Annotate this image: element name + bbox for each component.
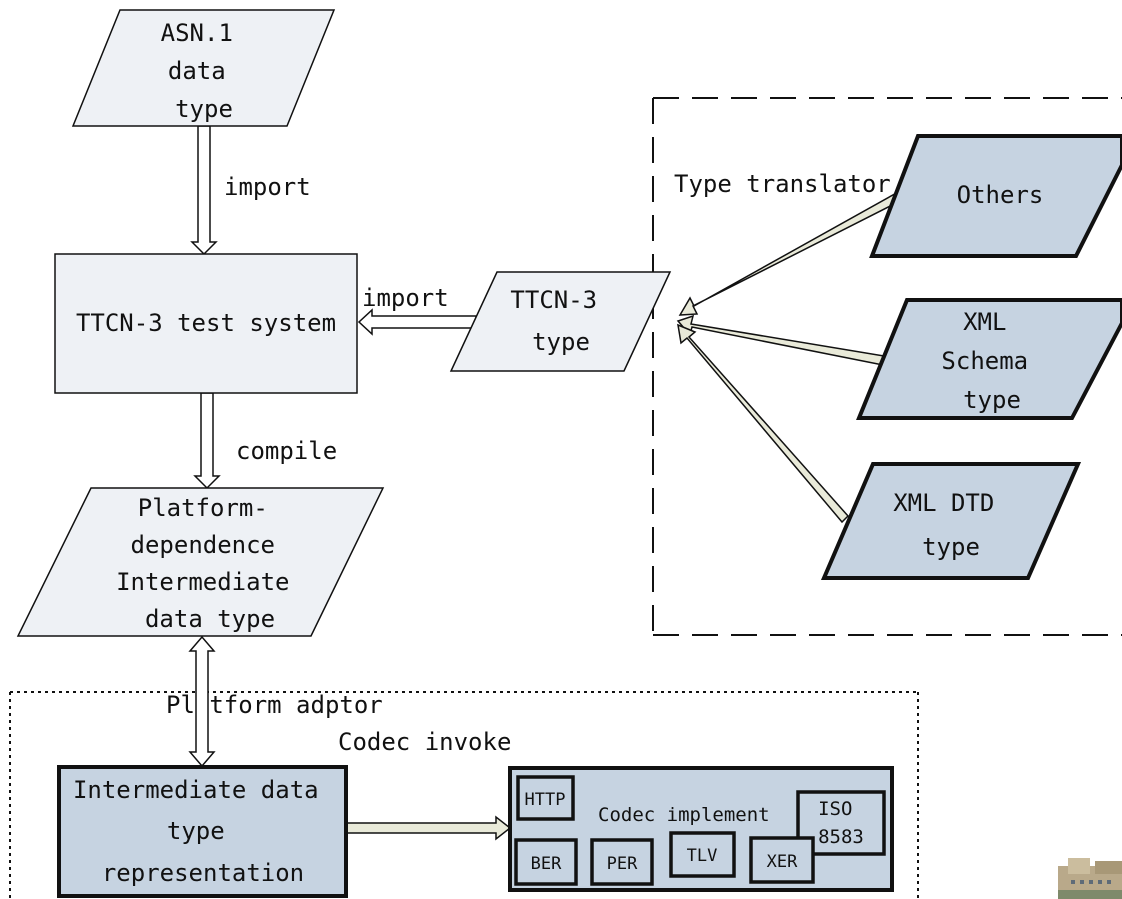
xml-dtd-line-1: XML DTD bbox=[893, 489, 994, 517]
codec-invoke-label: Codec invoke bbox=[338, 728, 511, 756]
codec-per-box: PER bbox=[590, 838, 654, 886]
svg-text:TTCN-3 type: TTCN-3 type bbox=[510, 286, 611, 356]
codec-tlv-box: TLV bbox=[669, 831, 736, 878]
translator-arrow-xml-dtd bbox=[677, 323, 850, 524]
xml-schema-line-1: XML bbox=[963, 308, 1006, 336]
svg-text:ISO 8583: ISO 8583 bbox=[818, 798, 864, 848]
ttcn3-test-system-node: TTCN-3 test system bbox=[54, 253, 358, 394]
codec-http-label: HTTP bbox=[525, 790, 566, 810]
codec-tlv-label: TLV bbox=[687, 846, 718, 866]
ttcn3-type-line-2: type bbox=[532, 328, 590, 356]
platform-dependence-line-3: Intermediate bbox=[116, 568, 289, 596]
xml-dtd-line-2: type bbox=[922, 533, 980, 561]
svg-text:XML Schema type: XML Schema type bbox=[941, 308, 1042, 414]
intermediate-repr-line-3: representation bbox=[102, 859, 304, 887]
codec-per-label: PER bbox=[607, 854, 638, 874]
asn1-line-2: data bbox=[168, 57, 226, 85]
building-thumbnail-image bbox=[1058, 858, 1122, 899]
others-node: Others bbox=[869, 134, 1122, 258]
others-label: Others bbox=[957, 181, 1044, 209]
import-arrow-vertical bbox=[190, 125, 218, 256]
codec-ber-box: BER bbox=[514, 838, 578, 886]
type-translator-group: Type translator bbox=[652, 97, 1122, 636]
codec-iso-line-2: 8583 bbox=[818, 826, 864, 848]
import-arrow-horizontal bbox=[357, 308, 477, 336]
import-label-horizontal: import bbox=[362, 284, 449, 312]
platform-dependence-line-1: Platform- bbox=[138, 494, 268, 522]
translator-arrow-others bbox=[678, 189, 906, 316]
svg-text:ASN.1 data type: ASN.1 data type bbox=[161, 19, 248, 123]
translator-arrow-xml-schema bbox=[676, 314, 891, 367]
intermediate-repr-line-1: Intermediate data bbox=[73, 776, 319, 804]
xml-schema-line-3: type bbox=[963, 386, 1021, 414]
codec-xer-box: XER bbox=[749, 836, 815, 884]
ttcn3-type-line-1: TTCN-3 bbox=[510, 286, 597, 314]
type-translator-label: Type translator bbox=[674, 170, 891, 198]
asn1-data-type-node: ASN.1 data type bbox=[71, 9, 336, 127]
svg-text:Platform- dependence: Platform- dependence Intermediate data t… bbox=[116, 494, 304, 633]
codec-iso-line-1: ISO bbox=[818, 798, 852, 820]
xml-schema-line-2: Schema bbox=[941, 347, 1028, 375]
svg-text:XML DTD type: XML DTD type bbox=[893, 489, 1009, 561]
codec-xer-label: XER bbox=[767, 852, 798, 872]
codec-implement-label: Codec implement bbox=[598, 804, 770, 826]
asn1-line-3: type bbox=[175, 95, 233, 123]
codec-implement-node: Codec implement HTTP ISO 8583 BER PER TL… bbox=[508, 766, 894, 892]
platform-dependence-line-2: dependence bbox=[131, 531, 276, 559]
xml-schema-node: XML Schema type bbox=[856, 298, 1122, 420]
codec-invoke-arrow bbox=[345, 815, 512, 841]
compile-arrow bbox=[193, 392, 221, 490]
svg-text:Intermediate data type: Intermediate data type representation bbox=[73, 776, 333, 887]
platform-dependence-line-4: data type bbox=[145, 605, 275, 633]
codec-http-box: HTTP bbox=[516, 775, 575, 821]
codec-ber-label: BER bbox=[531, 854, 562, 874]
platform-dependence-node: Platform- dependence Intermediate data t… bbox=[16, 487, 385, 637]
ttcn3-type-node: TTCN-3 type bbox=[449, 271, 672, 372]
compile-label: compile bbox=[236, 437, 337, 465]
ttcn3-test-system-label: TTCN-3 test system bbox=[76, 309, 336, 337]
asn1-line-1: ASN.1 bbox=[161, 19, 233, 47]
xml-dtd-node: XML DTD type bbox=[820, 462, 1082, 580]
intermediate-representation-node: Intermediate data type representation bbox=[57, 765, 348, 898]
intermediate-repr-line-2: type bbox=[167, 817, 225, 845]
import-label-vertical: import bbox=[224, 173, 311, 201]
